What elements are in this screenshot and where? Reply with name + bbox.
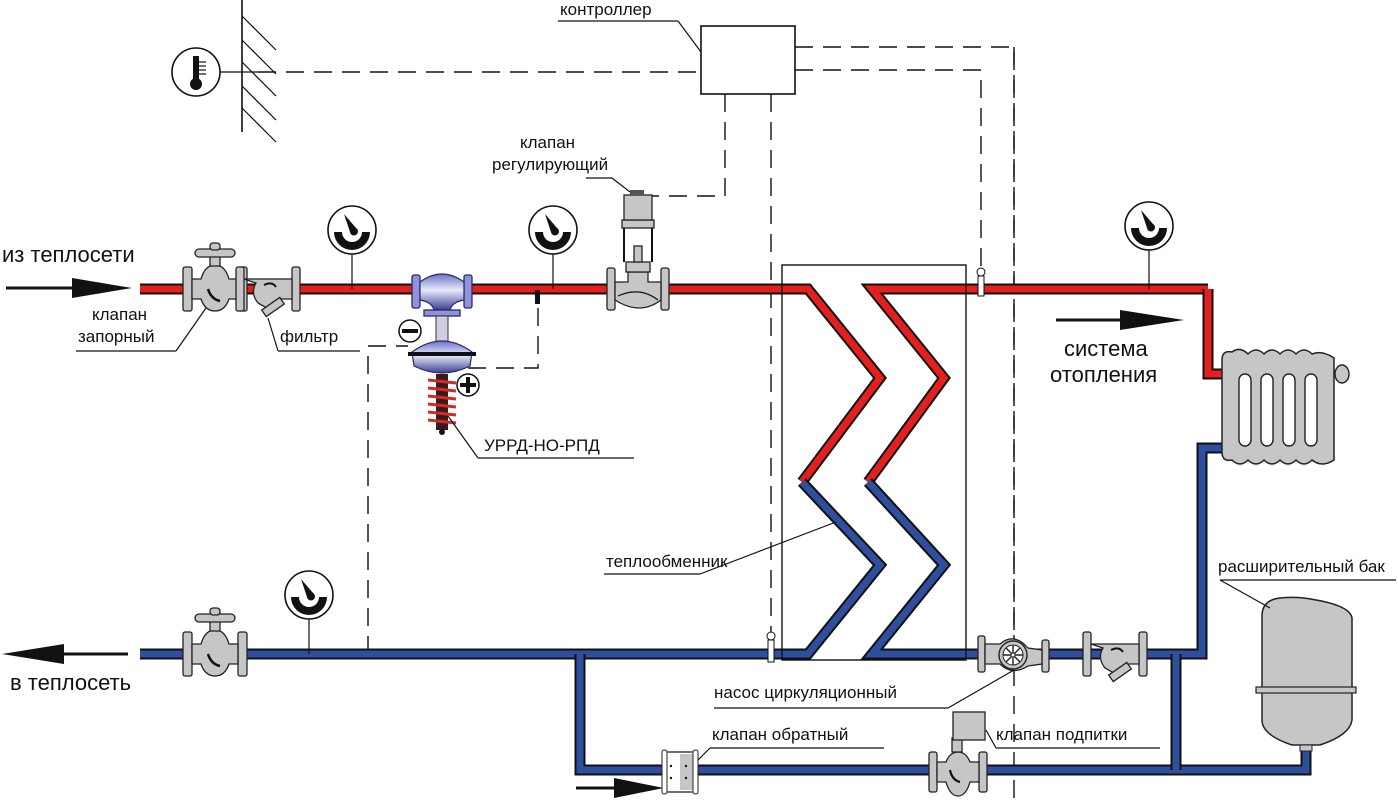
- shutoff-valve-label-2: запорный: [78, 327, 154, 346]
- heat-exchanger-frame[interactable]: [781, 264, 967, 661]
- pressure-gauge-icon[interactable]: [284, 570, 334, 654]
- inlet-arrow-icon: [6, 278, 132, 298]
- regulator-icon[interactable]: [408, 273, 476, 435]
- circulation-pump-label: насос циркуляционный: [714, 683, 897, 702]
- heating-flow-arrow-icon: [1056, 310, 1184, 330]
- makeup-arrow-icon: [576, 778, 664, 798]
- filter-label: фильтр: [280, 327, 338, 346]
- outlet-arrow-icon: [2, 644, 128, 664]
- check-valve-icon[interactable]: [661, 749, 699, 795]
- control-valve-icon[interactable]: [606, 190, 670, 311]
- regulator-label: УРРД-НО-РПД: [484, 436, 600, 455]
- control-valve-label-2: регулирующий: [492, 155, 608, 174]
- heating-system-label-2: отопления: [1050, 362, 1157, 387]
- controller-label: контроллер: [560, 0, 652, 19]
- pressure-gauge-icon[interactable]: [327, 205, 377, 289]
- shutoff-valve-label-1: клапан: [92, 305, 147, 324]
- heating-system-label-1: система: [1064, 336, 1148, 361]
- check-valve-label: клапан обратный: [712, 725, 848, 744]
- control-valve-label-1: клапан: [520, 133, 575, 152]
- makeup-valve-icon[interactable]: [928, 711, 988, 797]
- building-wall: [241, 0, 277, 143]
- from-network-label: из теплосети: [2, 242, 135, 267]
- supply-temperature-sensor-icon[interactable]: [976, 267, 986, 297]
- shutoff-valve-return-icon[interactable]: [181, 606, 249, 678]
- controller-box[interactable]: [700, 25, 796, 95]
- impulse-tap-icon: [535, 290, 540, 304]
- control-signal-lines: [258, 46, 1015, 800]
- pressure-gauge-icon[interactable]: [528, 205, 578, 289]
- radiator-icon[interactable]: [1221, 348, 1350, 465]
- plus-port-icon: [456, 373, 480, 397]
- makeup-valve-label: клапан подпитки: [996, 725, 1127, 744]
- spring-icon: [427, 374, 457, 435]
- pressure-gauge-icon[interactable]: [1124, 201, 1174, 289]
- expansion-tank-label: расширительный бак: [1218, 557, 1385, 576]
- to-network-label: в теплосеть: [10, 670, 131, 695]
- expansion-tank-icon[interactable]: [1255, 596, 1357, 752]
- minus-port-icon: [398, 319, 422, 343]
- circulation-pump-icon[interactable]: [977, 635, 1050, 673]
- heat-exchanger-label: теплообменник: [606, 552, 728, 571]
- supply-pipe: [140, 283, 1222, 486]
- thermometer-icon[interactable]: [171, 47, 221, 97]
- return-temperature-sensor-icon[interactable]: [766, 631, 776, 663]
